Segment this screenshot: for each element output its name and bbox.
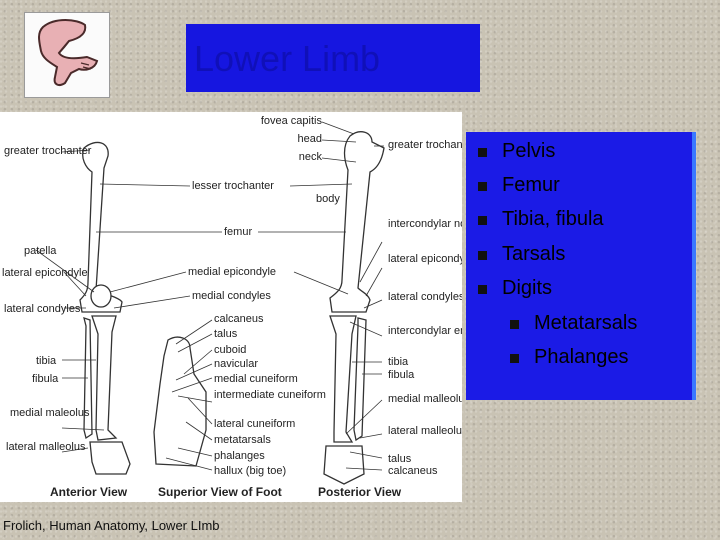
label-metatarsals: metatarsals	[214, 434, 271, 446]
bullet-square-icon	[478, 148, 487, 157]
bullet-square-icon	[478, 285, 487, 294]
label-lateral-malleolus-left: lateral malleolus	[6, 441, 86, 453]
label-fibula-right: fibula	[388, 369, 415, 381]
label-cuboid: cuboid	[214, 344, 246, 356]
sub-bullet-item: Phalanges	[510, 346, 629, 369]
bullet-square-icon	[478, 182, 487, 191]
anterior-femur-shape	[79, 141, 123, 313]
label-navicular: navicular	[214, 358, 258, 370]
sub-bullet-item: Metatarsals	[510, 312, 637, 335]
bullet-item: Tarsals	[478, 243, 565, 266]
bullet-item: Tibia, fibula	[478, 208, 604, 231]
label-intercondylar-notch: intercondylar notch	[388, 218, 462, 230]
label-talus-bottom: talus	[388, 453, 412, 465]
label-greater-trochanter-left: greater trochanter	[4, 145, 92, 157]
bullet-text: Tibia, fibula	[502, 208, 604, 230]
caption-superior-foot: Superior View of Foot	[158, 485, 282, 499]
bullet-text: Phalanges	[534, 346, 629, 368]
label-femur: femur	[224, 226, 252, 238]
label-medial-cuneiform: medial cuneiform	[214, 373, 298, 385]
superior-foot-shape	[153, 336, 207, 467]
label-tibia-left: tibia	[36, 355, 57, 367]
label-lesser-trochanter: lesser trochanter	[192, 180, 274, 192]
label-medial-malleolus-right: medial malleolus	[388, 393, 462, 405]
label-calcaneus-top: calcaneus	[214, 313, 264, 325]
label-medial-epicondyle: medial epicondyle	[188, 266, 276, 278]
posterior-fibula-shape	[353, 317, 367, 442]
anterior-foot-shape	[89, 441, 131, 475]
label-greater-trochanter-right: greater trochanter	[388, 139, 462, 151]
posterior-tibia-shape	[329, 315, 357, 443]
caption-anterior: Anterior View	[50, 485, 128, 499]
label-medial-malleolus-left: medial maleolus	[10, 407, 90, 419]
label-hallux: hallux (big toe)	[214, 465, 286, 477]
bullet-item: Digits	[478, 277, 552, 300]
bullet-text: Tarsals	[502, 243, 566, 265]
bullet-square-icon	[478, 251, 487, 260]
label-lateral-condyles-right: lateral condyles	[388, 291, 462, 303]
label-lateral-condyles-left: lateral condyles	[4, 303, 81, 315]
label-lateral-epicondyle-right: lateral epicondyle	[388, 253, 462, 265]
label-medial-condyles: medial condyles	[192, 290, 271, 302]
lower-limb-figure: fovea capitis head neck greater trochant…	[0, 112, 502, 502]
posterior-femur-shape	[329, 131, 385, 313]
posterior-foot-shape	[323, 445, 365, 485]
title-box: Lower Limb	[186, 24, 480, 92]
label-neck: neck	[299, 151, 323, 163]
label-lateral-malleolus-right: lateral malleolus	[388, 425, 462, 437]
bullets-panel: Pelvis Femur Tibia, fibula Tarsals Digit…	[466, 132, 696, 400]
slide-title: Lower Limb	[194, 38, 381, 79]
label-intermediate-cuneiform: intermediate cuneiform	[214, 389, 326, 401]
label-lateral-cuneiform: lateral cuneiform	[214, 418, 295, 430]
femur-logo-icon	[38, 19, 99, 86]
anterior-patella-shape	[90, 284, 112, 308]
label-intercondylar-eminence: intercondylar eminence	[388, 325, 462, 337]
anterior-tibia-shape	[91, 315, 118, 441]
label-tibia-right: tibia	[388, 356, 409, 368]
bullet-text: Metatarsals	[534, 312, 638, 334]
bullet-text: Pelvis	[502, 140, 556, 162]
label-calcaneus-bottom: calcaneus	[388, 465, 438, 477]
bullet-item: Femur	[478, 174, 560, 197]
lower-limb-diagram: fovea capitis head neck greater trochant…	[2, 115, 502, 499]
bullet-item: Pelvis	[478, 140, 555, 163]
label-fovea-capitis: fovea capitis	[261, 115, 323, 127]
logo	[24, 12, 110, 98]
caption-posterior: Posterior View	[318, 485, 402, 499]
label-head: head	[298, 133, 322, 145]
bullet-text: Femur	[502, 174, 560, 196]
footer-credit: Frolich, Human Anatomy, Lower LImb	[3, 518, 220, 533]
label-body: body	[316, 193, 340, 205]
bullet-square-icon	[478, 216, 487, 225]
bullet-square-icon	[510, 320, 519, 329]
bullet-square-icon	[510, 354, 519, 363]
bullet-text: Digits	[502, 277, 553, 299]
label-lateral-epicondyle-left: lateral epicondyle	[2, 267, 88, 279]
label-fibula-left: fibula	[32, 373, 59, 385]
label-phalanges: phalanges	[214, 450, 265, 462]
label-talus-top: talus	[214, 328, 238, 340]
label-patella: patella	[24, 245, 57, 257]
